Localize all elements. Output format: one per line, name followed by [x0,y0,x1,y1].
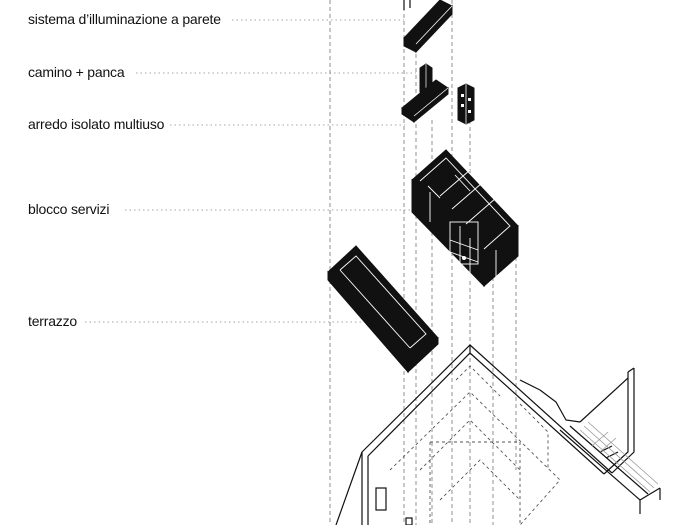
label-fireplace-bench: camino + panca [28,64,125,80]
base-building-outline [335,344,661,525]
exterior-stair [579,421,659,493]
terrace-element [327,245,439,374]
label-service-block: blocco servizi [28,201,110,217]
lighting-system-element [403,0,453,54]
label-lighting-system: sistema d’illuminazione a parete [28,11,221,27]
leader-lines [85,19,416,323]
base-building-hidden-lines [389,365,561,525]
service-block-element [411,149,519,288]
fireplace-bench-element [401,63,449,124]
label-multipurpose-furniture: arredo isolato multiuso [28,116,165,132]
label-terrace: terrazzo [28,313,77,329]
multipurpose-furniture-element [457,83,475,125]
